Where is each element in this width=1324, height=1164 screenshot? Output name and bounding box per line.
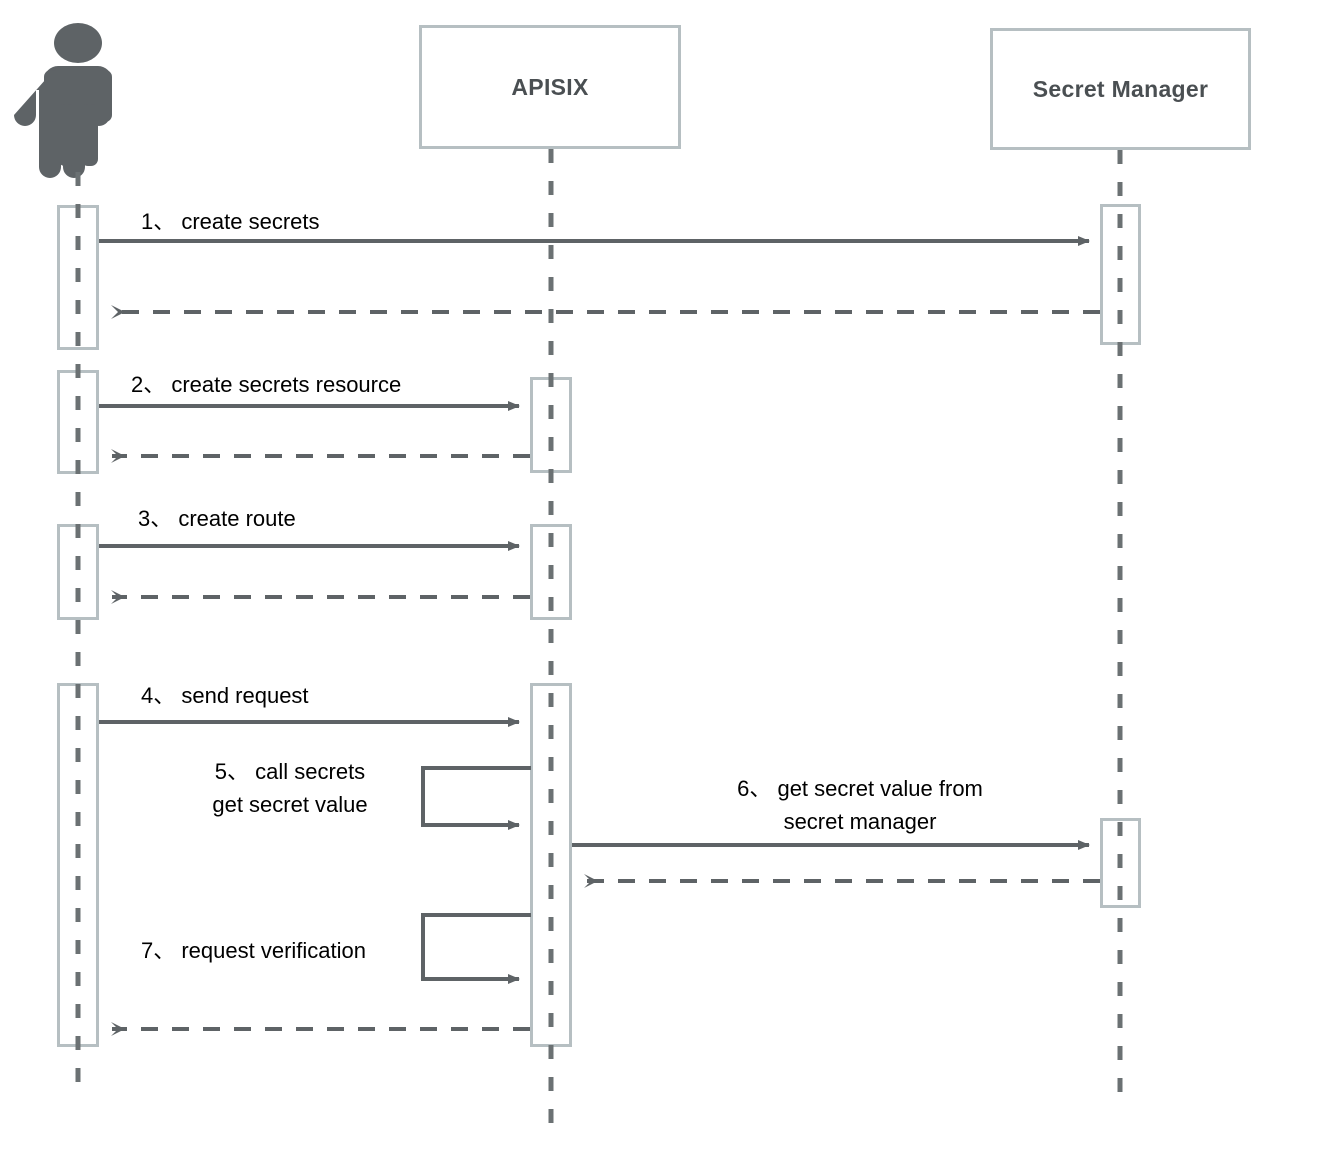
message-label-1: 1、 create secrets [141, 209, 320, 234]
message-label-7: 7、 request verification [141, 938, 366, 963]
activation-bar-apisix-1 [530, 377, 572, 473]
message-label-5-line2: get secret value [212, 792, 368, 817]
participant-label-apisix: APISIX [511, 73, 589, 100]
activation-bar-actor-4 [57, 683, 99, 1047]
message-label-5: 5、 call secrets get secret value [180, 755, 400, 821]
message-label-6-line2: secret manager [783, 809, 937, 834]
message-label-5-line1: 5、 call secrets [214, 759, 366, 784]
message-label-2: 2、 create secrets resource [131, 372, 402, 397]
message-selfloop-5 [421, 766, 531, 830]
participant-box-apisix[interactable]: APISIX [419, 25, 681, 149]
message-label-6: 6、 get secret value from secret manager [700, 772, 1020, 838]
participant-label-secret-manager: Secret Manager [1032, 75, 1209, 102]
message-label-4: 4、 send request [141, 683, 309, 708]
message-selfloop-7 [421, 913, 531, 984]
person-icon [14, 23, 112, 178]
message-label-3: 3、 create route [138, 506, 296, 531]
message-label-6-line1: 6、 get secret value from [737, 776, 983, 801]
participant-box-secret-manager[interactable]: Secret Manager [990, 28, 1251, 150]
activation-bar-actor-3 [57, 524, 99, 620]
